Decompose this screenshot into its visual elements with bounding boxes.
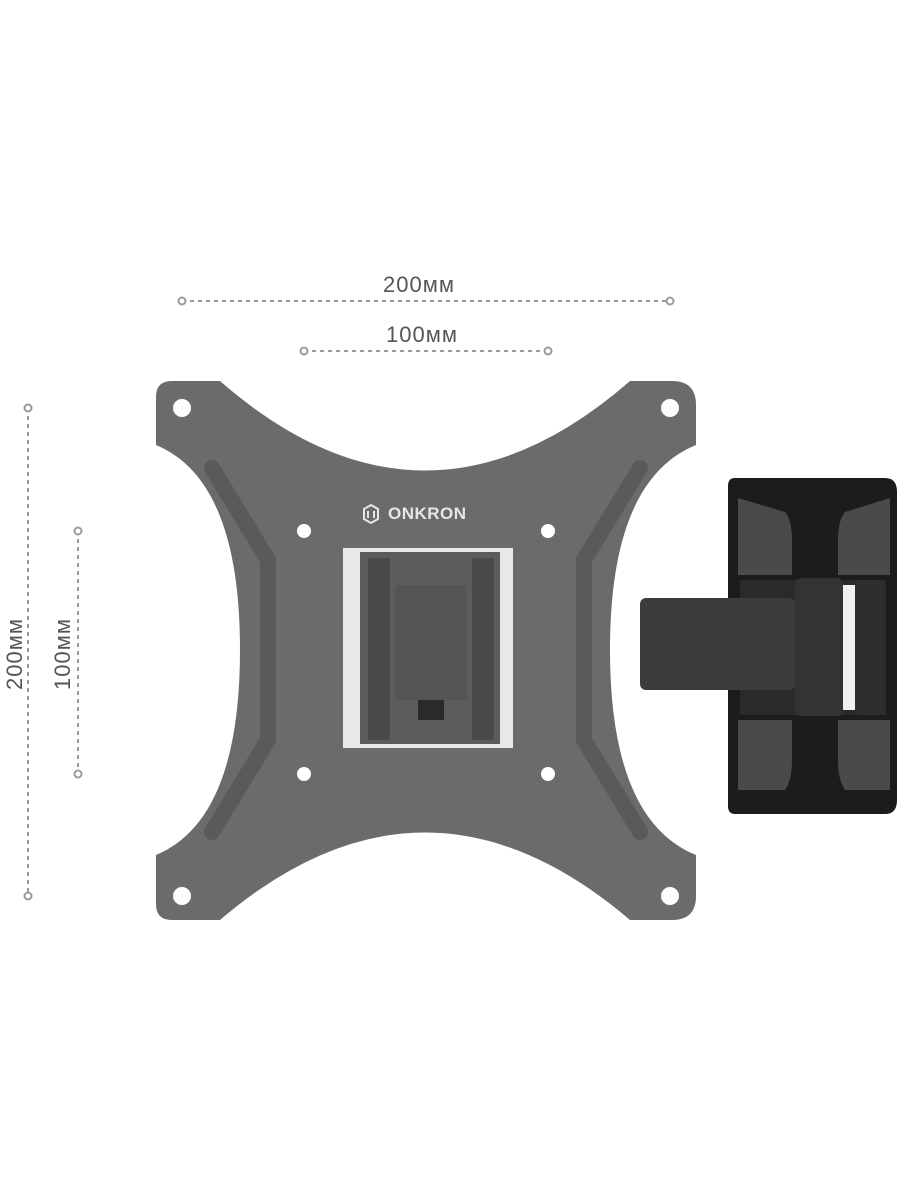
brand-logo: ONKRON bbox=[360, 503, 467, 525]
dimension-label-vertical-200: 200мм bbox=[2, 618, 27, 690]
dimension-endpoints bbox=[23, 296, 675, 901]
dimension-label-horizontal-100: 100мм bbox=[386, 322, 458, 347]
swivel-arm bbox=[640, 578, 883, 716]
vesa-plate bbox=[156, 381, 696, 920]
dimension-lines bbox=[27, 300, 670, 896]
onkron-logo-icon bbox=[363, 503, 379, 525]
dimension-label-horizontal-200: 200мм bbox=[383, 272, 455, 297]
dimension-label-vertical-100: 100мм bbox=[50, 618, 75, 690]
brand-name: ONKRON bbox=[388, 504, 467, 523]
